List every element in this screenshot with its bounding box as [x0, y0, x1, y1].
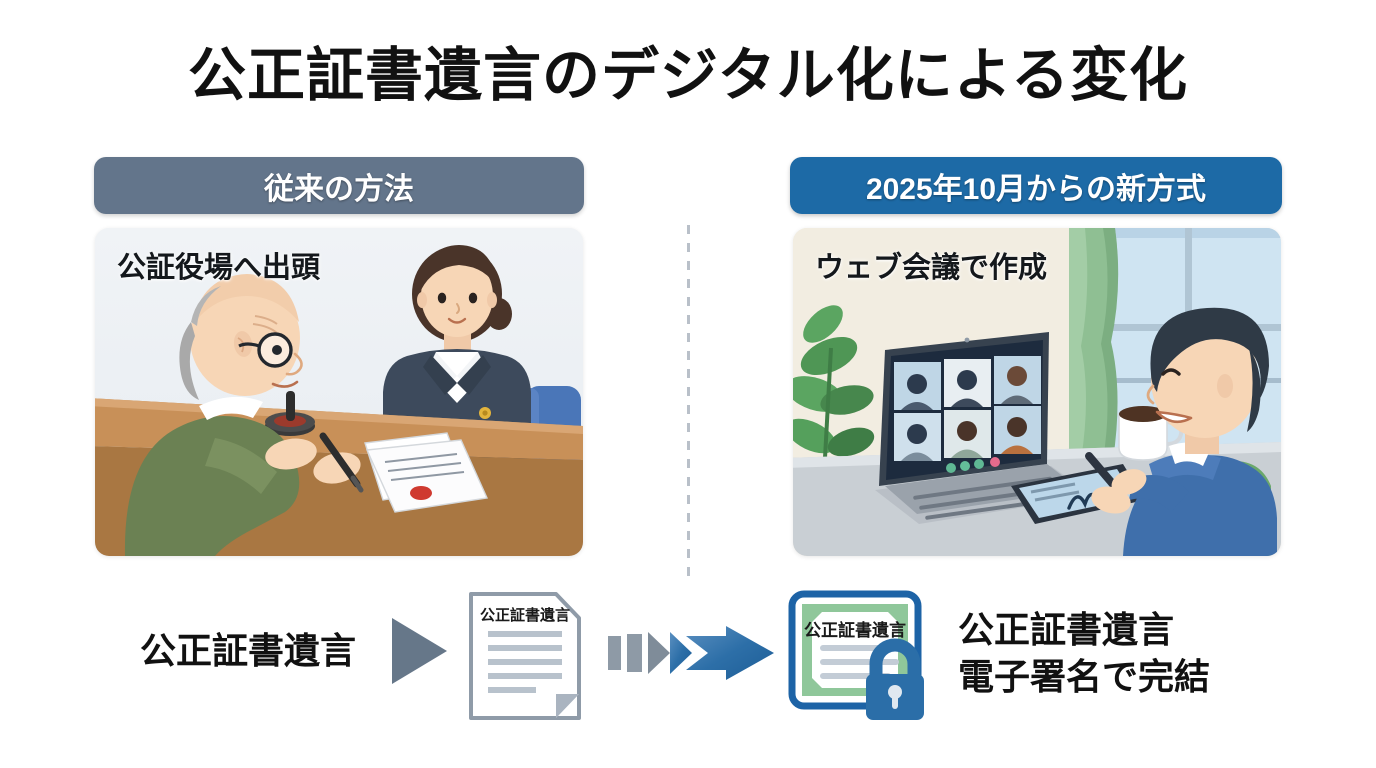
coffee-mug — [1118, 406, 1184, 461]
illustration-card-traditional: 公証役場へ出頭 — [95, 228, 583, 556]
badge-new-label: 2025年10月からの新方式 — [865, 172, 1207, 206]
caption-new: ウェブ会議で作成 — [815, 252, 1048, 284]
laptop — [875, 332, 1093, 524]
web-conference-illustration — [793, 228, 1281, 556]
badge-traditional-method: 従来の方法 — [94, 157, 584, 214]
elderly-man-figure — [124, 274, 364, 556]
red-seal — [410, 486, 432, 500]
caption-traditional: 公証役場へ出頭 — [117, 252, 321, 284]
sealed-document — [365, 439, 489, 513]
lock-icon — [866, 638, 924, 720]
illustration-card-new: ウェブ会議で作成 — [793, 228, 1281, 556]
notary-office-illustration — [95, 228, 583, 556]
paper-document-icon: 公正証書遺言 — [466, 590, 584, 722]
page-title: 公正証書遺言のデジタル化による変化 — [187, 43, 1189, 108]
blue-motion-arrow-icon — [608, 622, 776, 684]
certificate-title: 公正証書遺言 — [804, 620, 906, 640]
flow-label-new-line1: 公正証書遺言 — [958, 609, 1175, 650]
badge-traditional-label: 従来の方法 — [264, 172, 414, 206]
flow-label-new: 公正証書遺言 電子署名で完結 — [958, 607, 1210, 701]
gray-triangle-arrow-icon — [392, 618, 447, 684]
stamp-pad — [265, 391, 315, 436]
houseplant — [793, 305, 875, 459]
digital-certificate-icon: 公正証書遺言 — [788, 590, 938, 720]
paper-document-title: 公正証書遺言 — [480, 606, 570, 624]
badge-new-method: 2025年10月からの新方式 — [790, 157, 1282, 214]
column-divider — [687, 225, 690, 577]
flow-label-new-line2: 電子署名で完結 — [958, 655, 1211, 697]
flow-label-traditional: 公正証書遺言 — [140, 630, 357, 671]
man-figure — [1091, 307, 1277, 556]
video-participants — [894, 356, 1041, 461]
